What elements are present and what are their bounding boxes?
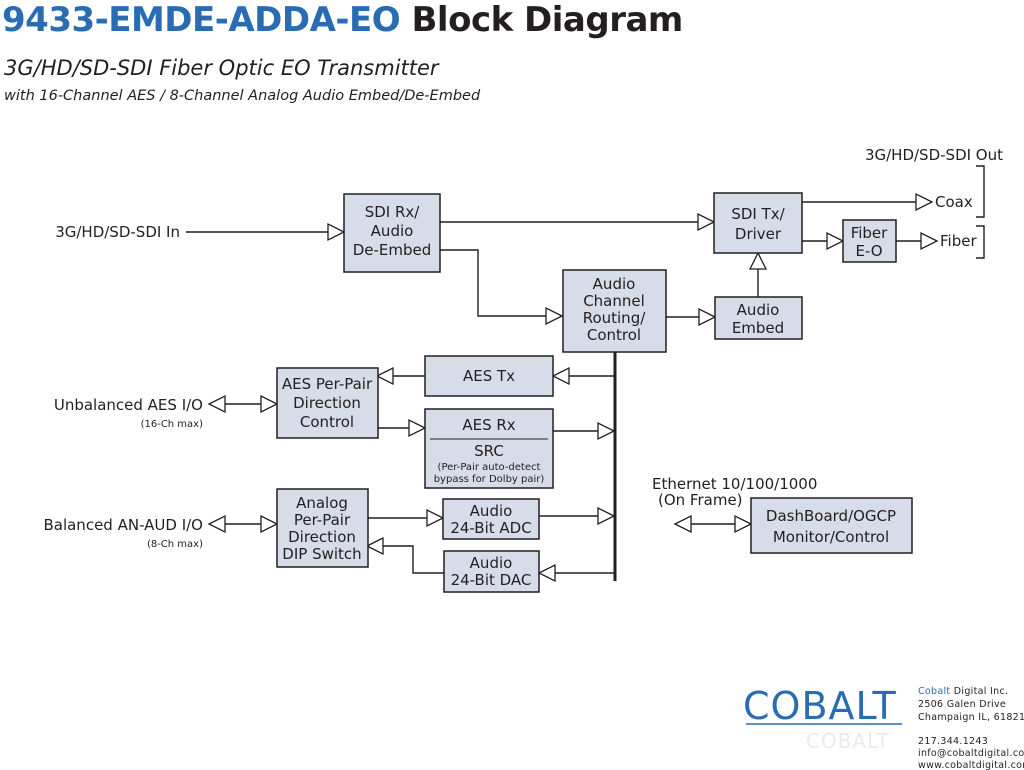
arrow-ethernet-right — [734, 514, 753, 534]
arrow-to-fiber-out — [920, 231, 939, 251]
block-label: Control — [587, 326, 641, 344]
block-label: 24-Bit DAC — [451, 571, 532, 589]
analog-io-label: Balanced AN-AUD I/O — [43, 516, 203, 534]
block-aes-direction: AES Per-Pair Direction Control — [276, 367, 379, 439]
ethernet-label: Ethernet 10/100/1000 — [652, 475, 817, 493]
block-dac: Audio 24-Bit DAC — [443, 550, 540, 593]
block-label: Audio — [470, 502, 513, 520]
block-label: 24-Bit ADC — [450, 519, 531, 537]
block-label: De-Embed — [353, 241, 432, 259]
block-label: Audio — [737, 301, 780, 319]
connector-lines — [186, 165, 985, 581]
company-website: www.cobaltdigital.com — [918, 760, 1024, 770]
block-label: AES Per-Pair — [282, 375, 373, 393]
company-block: COBALT COBALT Cobalt Digital Inc. 2506 G… — [743, 684, 1024, 770]
block-label: Audio — [470, 554, 513, 572]
block-label: Per-Pair — [294, 511, 351, 529]
company-address-1: 2506 Galen Drive — [918, 699, 1006, 710]
block-label: Driver — [735, 225, 782, 243]
company-name: Cobalt Digital Inc. — [918, 686, 1008, 697]
arrow-analog-io-left — [207, 514, 226, 534]
block-label: Direction — [288, 528, 356, 546]
arrow-to-dac — [537, 563, 556, 583]
arrow-to-audio-embed — [698, 307, 717, 327]
subtitle: 3G/HD/SD-SDI Fiber Optic EO Transmitter — [4, 56, 439, 80]
ethernet-note: (On Frame) — [658, 491, 743, 509]
block-dashboard: DashBoard/OGCP Monitor/Control — [750, 497, 913, 554]
block-label: Audio — [593, 275, 636, 293]
arrow-to-fiber-eo — [826, 231, 845, 251]
arrow-to-aes-tx — [551, 366, 570, 386]
block-label: Routing/ — [583, 309, 647, 327]
src-note: bypass for Dolby pair) — [434, 474, 545, 485]
block-fiber-eo: Fiber E-O — [842, 219, 897, 263]
arrow-ethernet-left — [673, 514, 692, 534]
aes-io-note: (16-Ch max) — [141, 419, 204, 430]
model-number: 9433-EMDE-ADDA-EO — [2, 0, 401, 40]
aes-io-label: Unbalanced AES I/O — [54, 396, 203, 414]
arrow-aes-rx-to-bus — [597, 421, 616, 441]
block-label: Control — [300, 413, 354, 431]
block-label: DIP Switch — [282, 545, 361, 563]
arrow-to-routing — [545, 306, 564, 326]
arrow-dac-to-direction — [365, 536, 384, 556]
arrow-to-sdi-tx — [697, 212, 716, 232]
block-label: SDI Rx/ — [365, 203, 421, 221]
block-label: Monitor/Control — [773, 528, 889, 546]
block-adc: Audio 24-Bit ADC — [442, 498, 540, 540]
block-label: AES Tx — [463, 367, 515, 385]
cobalt-logo: COBALT — [743, 684, 897, 728]
block-label: Channel — [583, 292, 645, 310]
company-address-2: Champaign IL, 61821 — [918, 712, 1024, 723]
sdi-in-label: 3G/HD/SD-SDI In — [55, 223, 180, 241]
arrowheads — [207, 192, 939, 583]
arrow-to-sdi-tx-up — [748, 251, 768, 270]
page-title: 9433-EMDE-ADDA-EO Block Diagram — [2, 0, 683, 40]
block-aes-tx: AES Tx — [424, 355, 554, 397]
fiber-label: Fiber — [940, 232, 977, 250]
sdi-out-label: 3G/HD/SD-SDI Out — [865, 146, 1003, 164]
src-label: SRC — [474, 442, 504, 460]
block-label: SDI Tx/ — [731, 205, 785, 223]
src-note: (Per-Pair auto-detect — [438, 462, 541, 473]
arrow-to-adc — [426, 508, 445, 528]
title-word: Block Diagram — [411, 0, 684, 40]
arrow-to-aes-direction — [375, 366, 394, 386]
block-label: Fiber — [851, 224, 888, 242]
subtitle-detail: with 16-Channel AES / 8-Channel Analog A… — [4, 88, 481, 104]
arrow-analog-io-right — [260, 514, 279, 534]
block-audio-routing: Audio Channel Routing/ Control — [562, 269, 667, 353]
cobalt-logo-reflection: COBALT — [806, 729, 890, 753]
block-sdi-tx: SDI Tx/ Driver — [713, 192, 803, 254]
block-label: DashBoard/OGCP — [766, 507, 896, 525]
company-phone: 217.344.1243 — [918, 736, 988, 747]
arrow-to-aes-rx — [408, 418, 427, 438]
block-label: E-O — [855, 242, 882, 260]
arrow-aes-io-right — [260, 394, 279, 414]
block-label: Audio — [371, 222, 414, 240]
arrow-aes-io-left — [207, 394, 226, 414]
company-email: info@cobaltdigital.com — [918, 748, 1024, 759]
block-label: Analog — [296, 494, 348, 512]
block-label: AES Rx — [462, 416, 515, 434]
arrow-adc-to-bus — [597, 506, 616, 526]
arrow-to-coax — [915, 192, 934, 212]
block-aes-rx-src: AES Rx SRC (Per-Pair auto-detect bypass … — [424, 408, 554, 489]
coax-label: Coax — [935, 193, 973, 211]
block-analog-direction: Analog Per-Pair Direction DIP Switch — [276, 488, 369, 568]
block-label: Direction — [293, 394, 361, 412]
block-audio-embed: Audio Embed — [714, 296, 803, 340]
analog-io-note: (8-Ch max) — [147, 539, 203, 550]
arrow-to-sdi-rx — [327, 222, 346, 242]
block-label: Embed — [732, 319, 784, 337]
block-sdi-rx: SDI Rx/ Audio De-Embed — [343, 193, 441, 273]
